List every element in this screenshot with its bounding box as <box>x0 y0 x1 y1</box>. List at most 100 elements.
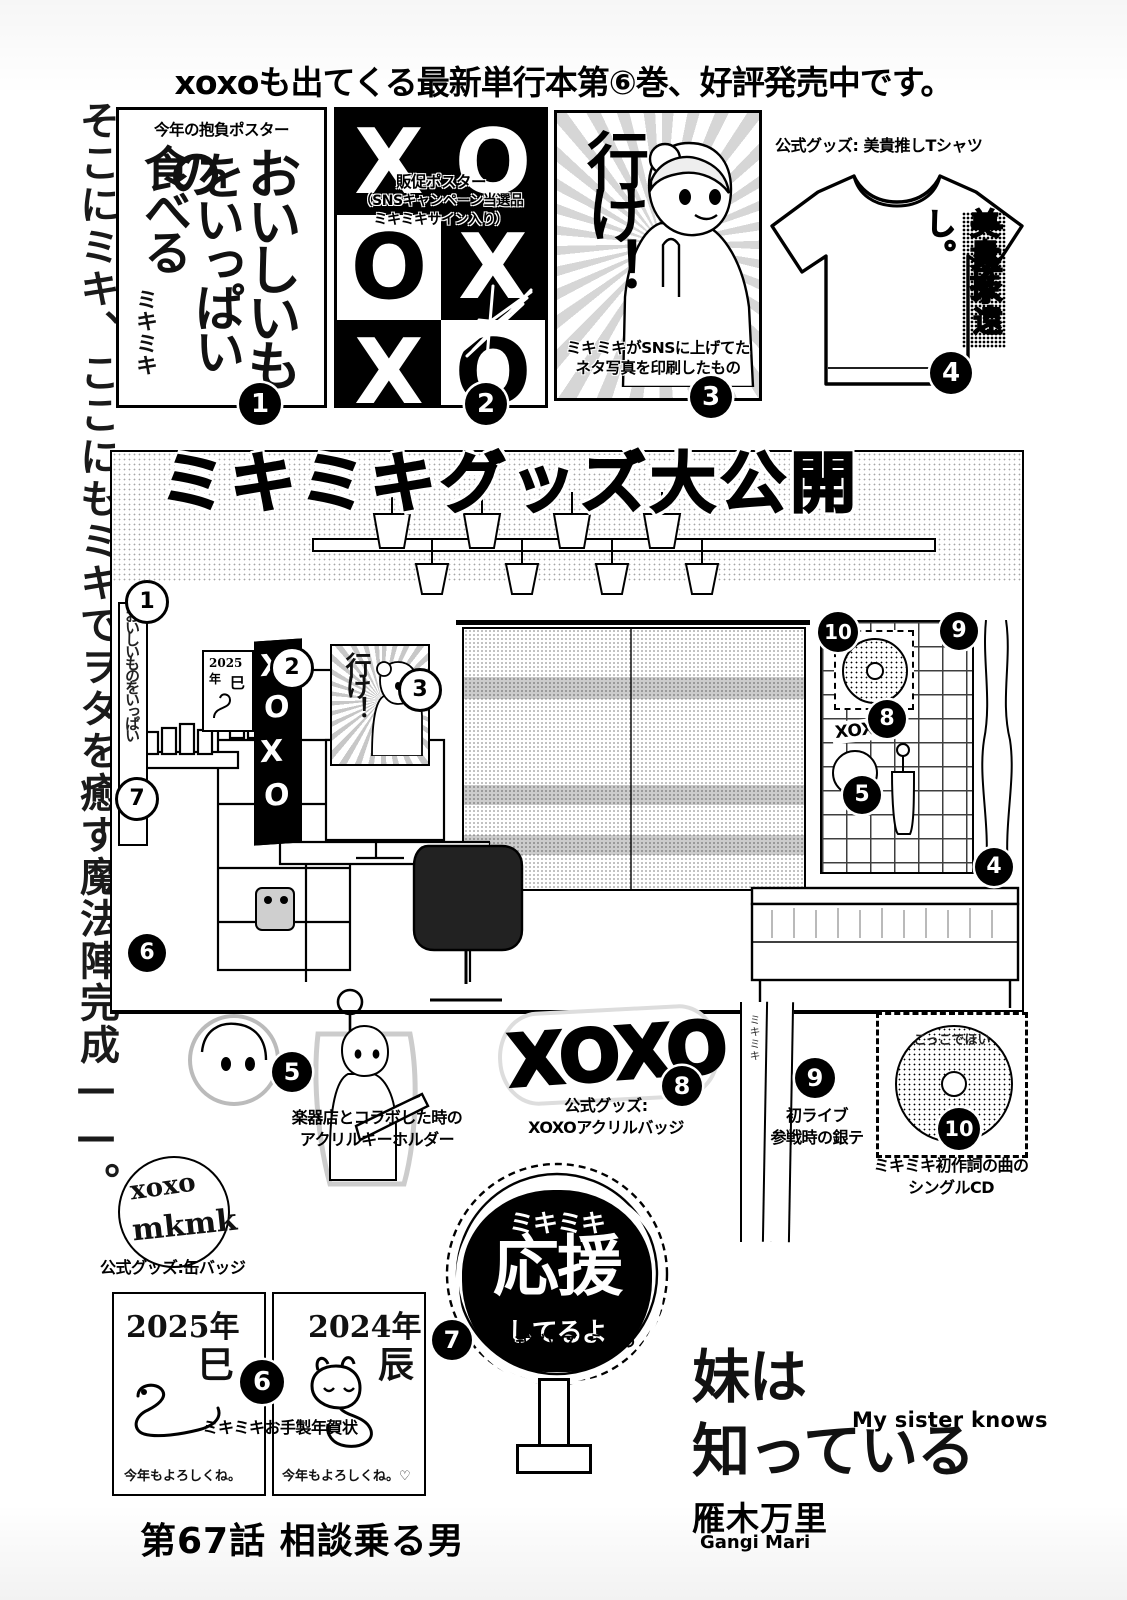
room-callout-2: 2 <box>270 646 314 690</box>
grid-keychain-icon <box>890 743 916 835</box>
room-newyear-card: 2025年 巳 <box>202 650 254 732</box>
room-illustration-panel: 行け！ X O X O 2025年 巳 <box>110 450 1024 1014</box>
bed-icon <box>750 886 1020 1008</box>
poster-2-label-2: （SNSキャンペーン当選品 <box>358 193 524 209</box>
window-curtain <box>462 627 806 891</box>
series-title-line-1: 妹は <box>692 1343 807 1411</box>
uchiwa-handle <box>538 1378 570 1456</box>
announcement-headline: xoxoも出てくる最新単行本第⑥巻、好評発売中です。 <box>174 63 954 102</box>
item-9-caption-1: 初ライブ <box>785 1106 849 1125</box>
uchiwa-handle-base <box>516 1444 592 1474</box>
room-callout-9: 9 <box>940 612 978 650</box>
room-poster-go: 行け！ <box>330 644 430 766</box>
poster-3-caption-2: ネタ写真を印刷したもの <box>575 359 741 377</box>
uchiwa-text-top: ミキミキ <box>508 1209 606 1238</box>
item-6-caption: ミキミキお手製年賀状 <box>202 1418 358 1437</box>
poster-3-caption-1: ミキミキがSNSに上げてた <box>566 339 750 357</box>
room-callout-3: 3 <box>398 668 442 712</box>
poster-1-signature: ミキミキ <box>132 288 158 376</box>
poster-promo: X O O X X O 販促ポスター （SNSキャンペーン当選品 ミキミキサイン… <box>334 107 548 408</box>
can-badge: xoxo mkmk <box>118 1156 239 1268</box>
xo-tile: O <box>441 110 545 215</box>
callout-number-4: 4 <box>930 352 972 394</box>
poster-1-label: 今年の抱負ポスター <box>153 121 290 139</box>
callout-number-1: 1 <box>239 383 281 425</box>
tshirt-illustration <box>770 174 1024 386</box>
room-callout-6: 6 <box>128 934 166 972</box>
poster-1-brush-col-1: おいしいもの <box>159 146 302 386</box>
item-callout-9: 9 <box>795 1058 835 1098</box>
card-2025-greeting: 今年もよろしくね。 <box>124 1469 242 1484</box>
can-badge-caption: 公式グッズ:缶バッジ <box>100 1258 246 1277</box>
can-badge-signature-bottom: mkmk <box>130 1202 239 1249</box>
poster-go: 行け！ ミキミキがSNSに上げてた ネタ写真を印刷したもの <box>554 110 762 401</box>
callout-number-2: 2 <box>465 383 507 425</box>
pendant-lamps-icon <box>372 492 720 595</box>
author-name: 雁木万里 <box>692 1499 828 1538</box>
chapter-title: 第67話 相談乗る男 <box>140 1521 465 1562</box>
curtain-rod <box>456 620 810 625</box>
character-illustration <box>621 141 755 387</box>
can-badge-signature-top: xoxo <box>128 1167 198 1207</box>
cd-disc-text: こっこでほい <box>913 1033 991 1048</box>
room-callout-5: 5 <box>843 776 881 814</box>
room-callout-10: 10 <box>818 612 858 652</box>
poster-1-brush-col-3: 食べる <box>135 144 191 270</box>
item-5-caption-1: 楽器店とコラボした時の <box>291 1108 463 1127</box>
item-8-caption-1: 公式グッズ: <box>564 1096 648 1115</box>
callout-number-3: 3 <box>690 376 732 418</box>
room-poster-go-text: 行け！ <box>341 652 371 718</box>
room-callout-8: 8 <box>868 700 906 738</box>
poster-resolution: 今年の抱負ポスター おいしいもの をいっぱい 食べる ミキミキ <box>116 107 327 408</box>
wire-grid-panel: XOX <box>820 620 974 874</box>
poster-1-brush-col-2: をいっぱい <box>187 150 246 370</box>
series-title-english: My sister knows <box>852 1408 1048 1432</box>
tape-printed-text: ミキミキ <box>748 1014 761 1062</box>
room-card-year: 2025年 <box>209 656 243 686</box>
room-callout-4: 4 <box>975 848 1013 886</box>
card-2024-zodiac: 辰 <box>378 1344 415 1386</box>
item-callout-7: 7 <box>432 1320 472 1360</box>
uchiwa-text-bottom: してるよ <box>507 1318 607 1348</box>
room-callout-1: 1 <box>125 580 169 624</box>
series-title-line-2: 知っている <box>692 1417 975 1485</box>
author-name-english: Gangi Mari <box>700 1532 811 1553</box>
silver-tape-hanging-icon <box>981 620 1013 870</box>
poster-2-label-3: ミキミキサイン入り） <box>373 212 510 228</box>
uchiwa-text-main: 応援 <box>493 1228 623 1305</box>
card-2024-year: 2024年 <box>308 1310 422 1345</box>
item-callout-10: 10 <box>938 1108 980 1150</box>
room-callout-7: 7 <box>115 777 159 821</box>
poster-2-label-1: 販促ポスター <box>395 173 487 191</box>
acrylic-keychain-illustration <box>313 988 430 1187</box>
card-2025-year: 2025年 <box>126 1310 240 1345</box>
cd-hub <box>941 1071 967 1097</box>
poster-3-big-text: 行け！ <box>576 129 649 291</box>
item-10-caption-1: ミキミキ初作詞の曲の <box>873 1156 1029 1175</box>
newyear-card-2025: 2025年 巳 今年もよろしくね。 <box>112 1292 266 1496</box>
item-10-caption-2: シングルCD <box>907 1178 995 1197</box>
dragon-rabbit-illustration-icon <box>310 1356 373 1448</box>
tshirt-print-left: 美貴推し。 <box>919 207 1000 302</box>
item-9-caption-2: 参戦時の銀テ <box>770 1128 864 1147</box>
item-callout-8: 8 <box>662 1066 702 1106</box>
face-sticker-icon <box>188 1014 280 1106</box>
tshirt-label: 公式グッズ: 美貴推しTシャツ <box>775 136 983 155</box>
item-5-caption-2: アクリルキーホルダー <box>299 1130 455 1149</box>
gaming-chair-icon <box>412 844 524 1002</box>
xo-tile: X <box>337 110 441 215</box>
room-card-zodiac: 巳 <box>230 674 246 692</box>
xo-tile: O <box>337 215 441 320</box>
autograph-scribble-icon <box>457 284 539 360</box>
section-title-goods: ミキミキグッズ大公開 <box>159 444 860 523</box>
item-callout-5: 5 <box>272 1052 312 1092</box>
card-2024-greeting: 今年もよろしくね。♡ <box>282 1469 411 1484</box>
card-2025-zodiac: 巳 <box>198 1344 235 1386</box>
newyear-card-2024: 2024年 辰 今年もよろしくね。♡ <box>272 1292 426 1496</box>
item-callout-6: 6 <box>240 1360 284 1404</box>
tshirt-print-right: 一生永遠 <box>962 211 1006 348</box>
xo-tile: X <box>337 320 441 405</box>
snake-doodle-icon <box>213 693 232 719</box>
snake-illustration-icon <box>134 1383 221 1438</box>
